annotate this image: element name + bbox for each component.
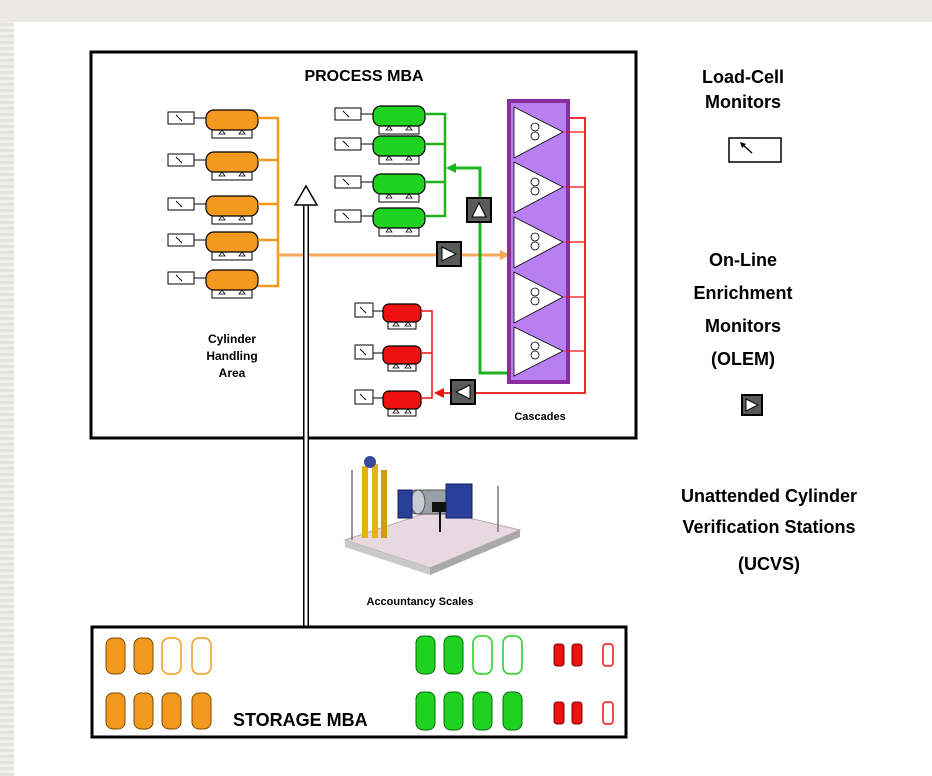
left-edge-stripes (0, 0, 14, 776)
red-cylinder-group (354, 302, 433, 417)
legend-load-cell-line-1: Load-Cell (702, 67, 784, 87)
olem-monitor-left (450, 379, 476, 405)
top-band (0, 0, 932, 22)
legend-olem-line-3: Monitors (705, 316, 781, 336)
storage-red-cylinders (553, 643, 614, 725)
green-manifold-line (425, 112, 447, 218)
orange-cylinder-group (167, 109, 280, 299)
tails-flow-arrow (434, 117, 586, 398)
cylinder-area-label-1: Cylinder (208, 332, 256, 346)
process-mba-title: PROCESS MBA (304, 68, 424, 85)
load-cell-icon (728, 137, 782, 163)
legend-olem-line-1: On-Line (709, 250, 777, 270)
green-cylinder-group (334, 105, 447, 237)
cascades-label: Cascades (514, 411, 565, 423)
legend-ucvs-line-2: Verification Stations (682, 517, 855, 537)
accountancy-scales-illustration (343, 456, 522, 575)
cylinder-area-label-2: Handling (206, 349, 257, 363)
cylinder-area-label-3: Area (219, 366, 246, 380)
legend-load-cell-line-2: Monitors (705, 92, 781, 112)
legend-olem-line-4: (OLEM) (711, 349, 775, 369)
olem-monitor-right (436, 241, 462, 267)
legend-ucvs-line-1: Unattended Cylinder (681, 486, 857, 506)
product-flow-arrow (446, 163, 510, 375)
storage-title-background (232, 707, 410, 729)
storage-mba-title: STORAGE MBA (233, 710, 368, 730)
storage-green-cylinders (415, 635, 523, 731)
olem-icon (741, 394, 763, 416)
storage-orange-cylinders (105, 637, 212, 730)
legend-olem-line-2: Enrichment (693, 283, 792, 303)
accountancy-scales-label: Accountancy Scales (367, 596, 474, 608)
orange-manifold-line (258, 116, 280, 288)
red-manifold-line (421, 310, 433, 399)
legend-ucvs-line-3: (UCVS) (738, 554, 800, 574)
cascades-block (507, 99, 585, 384)
olem-monitor-up (466, 197, 492, 223)
